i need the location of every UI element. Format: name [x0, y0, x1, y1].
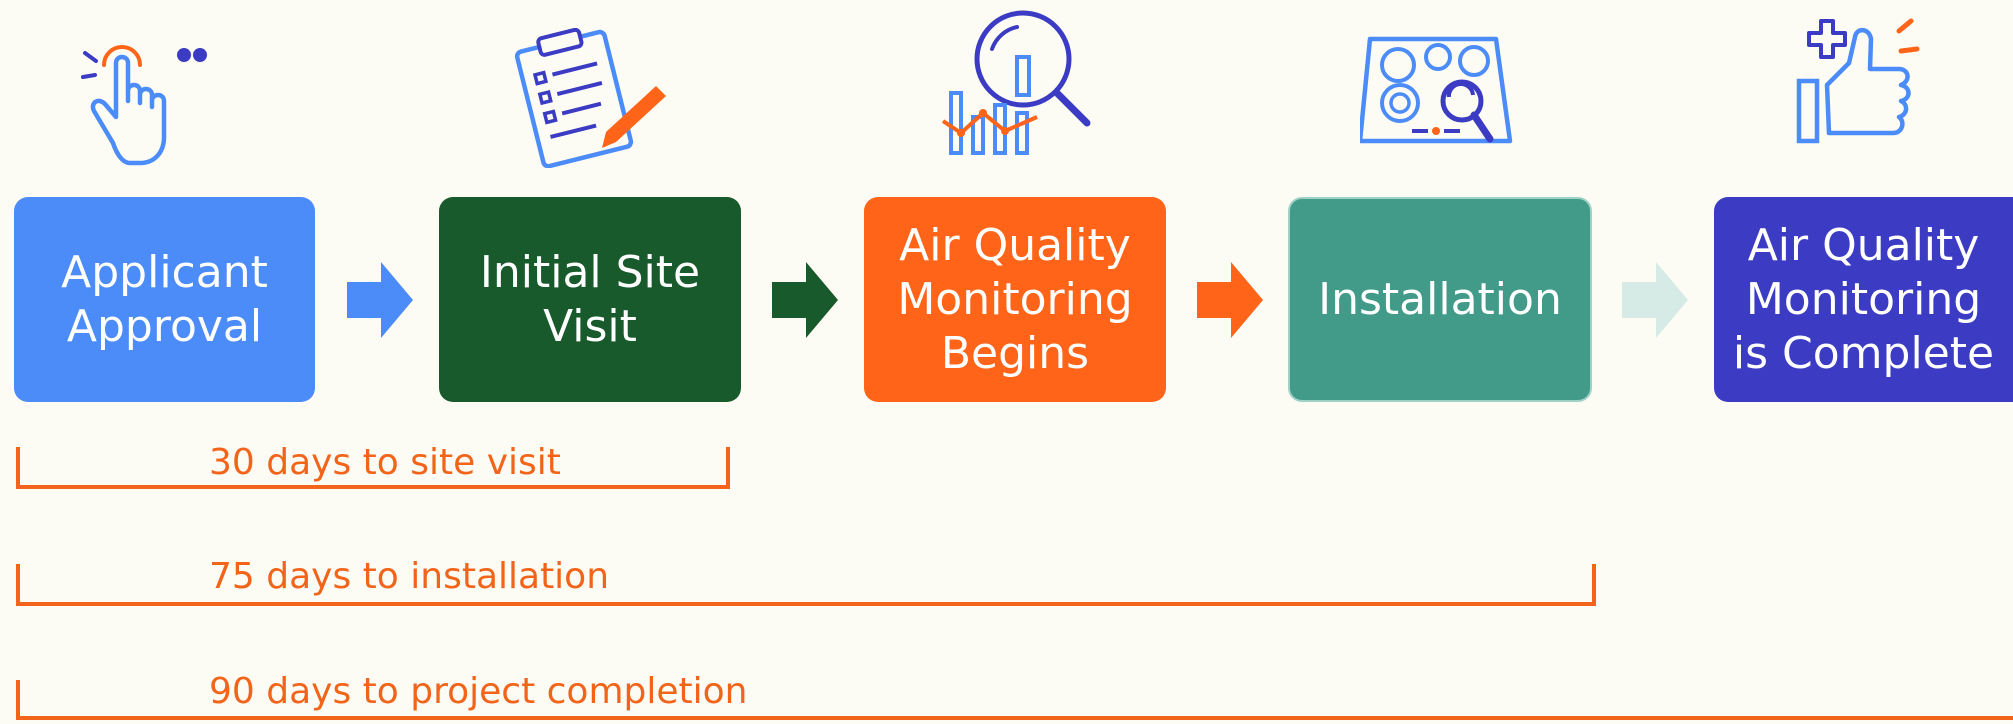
magnifier-chart-icon — [937, 5, 1097, 165]
stove-inspection-icon — [1360, 35, 1520, 155]
arrow-right-icon — [772, 262, 838, 342]
step-label: Air Quality Monitoring is Complete — [1732, 219, 1995, 379]
timeline-bracket-30-days — [14, 445, 734, 495]
step-monitoring-begins: Air Quality Monitoring Begins — [864, 197, 1166, 402]
timeline-label: 75 days to installation — [209, 556, 610, 597]
step-installation: Installation — [1288, 197, 1592, 402]
clipboard-checklist-icon — [510, 28, 670, 168]
arrow-right-icon — [1197, 262, 1263, 342]
timeline-label: 90 days to project completion — [209, 671, 748, 712]
step-label: Applicant Approval — [61, 246, 268, 352]
step-label: Installation — [1318, 273, 1562, 325]
timeline-bracket-75-days — [14, 562, 1598, 612]
tap-hand-icon — [78, 25, 213, 170]
arrow-right-icon — [347, 262, 413, 342]
step-monitoring-complete: Air Quality Monitoring is Complete — [1714, 197, 2013, 402]
step-applicant-approval: Applicant Approval — [14, 197, 315, 402]
step-initial-site-visit: Initial Site Visit — [439, 197, 741, 402]
step-label: Air Quality Monitoring Begins — [897, 219, 1133, 379]
thumbs-up-icon — [1795, 15, 1935, 150]
step-label: Initial Site Visit — [479, 246, 701, 352]
timeline-bracket-90-days — [14, 678, 2013, 724]
arrow-right-icon — [1622, 262, 1688, 342]
timeline-label: 30 days to site visit — [209, 442, 561, 483]
